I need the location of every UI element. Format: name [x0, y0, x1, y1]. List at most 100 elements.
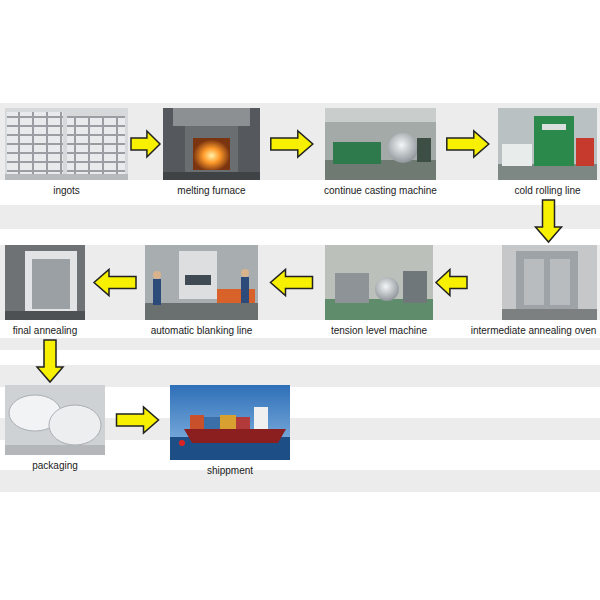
flow-arrow — [536, 200, 562, 242]
process-step: tension level machine — [325, 245, 433, 337]
photo-ground — [5, 245, 85, 320]
containers — [220, 415, 236, 429]
mill-roll — [542, 124, 566, 130]
photo-floor — [5, 311, 85, 320]
furnace-photo — [163, 108, 260, 180]
photo-ground — [325, 108, 436, 180]
flow-arrow — [94, 270, 136, 296]
flow-arrow — [436, 270, 467, 296]
process-step: cold rolling line — [498, 108, 597, 197]
step-caption: cold rolling line — [514, 185, 582, 197]
rolling-photo — [498, 108, 597, 180]
conveyor — [217, 289, 255, 303]
process-step: automatic blanking line — [145, 245, 258, 337]
buoy — [179, 440, 185, 446]
containers — [204, 417, 220, 429]
machine-body — [576, 138, 594, 166]
step-caption: tension level machine — [330, 325, 428, 337]
press-die — [185, 275, 211, 285]
machine-body — [333, 142, 381, 164]
machine-body — [502, 144, 532, 166]
step-caption: shippment — [206, 465, 254, 477]
mill-stand — [534, 116, 574, 166]
step-caption: final annealing — [12, 325, 78, 337]
casting-photo — [325, 108, 436, 180]
process-step: ingots — [5, 108, 128, 197]
photo-ground — [498, 108, 597, 180]
photo-floor — [502, 309, 597, 320]
flow-arrow — [131, 131, 160, 157]
furnace-fire — [193, 138, 230, 170]
containers — [190, 415, 204, 429]
photo-floor — [145, 303, 258, 320]
worker-figure — [153, 279, 161, 305]
wrapped-discs — [49, 405, 101, 445]
ingots-photo — [5, 108, 128, 180]
ingot-stack — [67, 116, 125, 176]
worker-head — [241, 269, 249, 277]
flow-arrow — [271, 131, 313, 157]
press-body — [179, 251, 217, 299]
grey-band — [0, 205, 600, 229]
grey-band — [0, 365, 600, 387]
oven-photo — [502, 245, 597, 320]
blanking-photo — [145, 245, 258, 320]
photo-ground — [5, 385, 105, 455]
metal-coil — [388, 133, 418, 163]
photo-floor — [5, 445, 105, 455]
tension-photo — [325, 245, 433, 320]
photo-ground — [325, 245, 433, 320]
machine-body — [335, 273, 369, 303]
photo-ground — [5, 108, 128, 180]
ship-bridge — [254, 407, 268, 429]
grey-band — [0, 338, 600, 350]
process-step: melting furnace — [163, 108, 260, 197]
furnace-frame — [25, 251, 77, 313]
photo-ground — [502, 245, 597, 320]
machine-body — [403, 271, 427, 303]
packaging-photo — [5, 385, 105, 455]
photo-floor — [498, 164, 597, 180]
photo-ceiling — [325, 108, 436, 122]
process-step: final annealing — [5, 245, 85, 337]
step-caption: continue casting machine — [324, 185, 438, 197]
flow-arrow — [37, 340, 63, 382]
step-caption: packaging — [32, 460, 79, 472]
worker-figure — [241, 277, 249, 303]
oven-door — [524, 259, 544, 305]
machine-body — [417, 138, 431, 162]
step-caption: automatic blanking line — [150, 325, 253, 337]
photo-sky — [170, 385, 290, 460]
ship-hull — [184, 429, 286, 443]
process-step: packaging — [5, 385, 105, 472]
flow-arrow — [117, 407, 159, 433]
grey-band — [0, 245, 600, 320]
flow-arrow — [447, 131, 489, 157]
process-step: continue casting machine — [324, 108, 438, 197]
oven-body — [516, 251, 578, 309]
metal-coil — [375, 277, 399, 301]
containers — [236, 417, 250, 429]
grey-band — [0, 470, 600, 492]
grey-band — [0, 103, 600, 180]
flow-arrow — [271, 270, 313, 296]
ship-photo — [170, 385, 290, 460]
photo-floor — [5, 174, 128, 180]
furnace-door — [32, 259, 70, 309]
step-caption: intermediate annealing oven — [470, 325, 597, 337]
photo-floor — [163, 172, 260, 180]
photo-ground — [145, 245, 258, 320]
annealing-photo — [5, 245, 85, 320]
furnace-body — [185, 126, 238, 174]
oven-door — [550, 259, 570, 305]
ingot-stack — [7, 112, 63, 176]
photo-ground — [163, 108, 260, 180]
step-caption: melting furnace — [177, 185, 247, 197]
step-caption: ingots — [53, 185, 81, 197]
process-step: shippment — [170, 385, 290, 477]
worker-head — [153, 271, 161, 279]
process-step: intermediate annealing oven — [470, 245, 597, 337]
